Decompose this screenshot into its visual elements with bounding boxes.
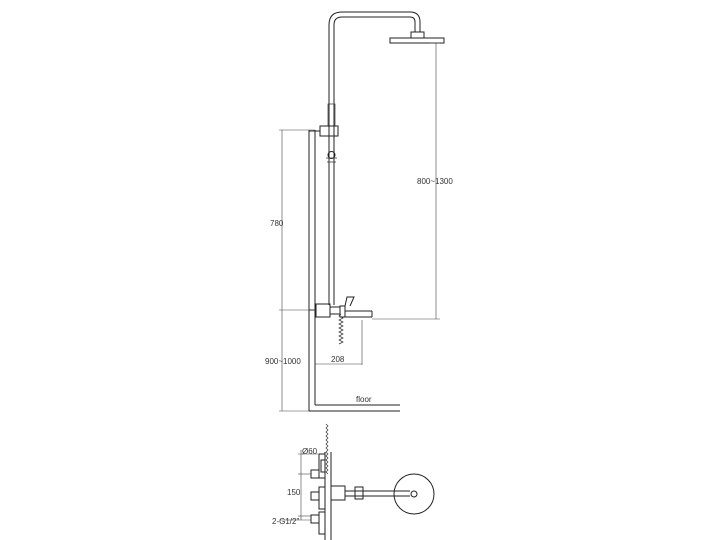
top-view-detail — [280, 423, 435, 540]
spout-reach-label: 208 — [331, 355, 345, 364]
slide-rail — [309, 103, 339, 163]
wall-and-floor — [308, 130, 400, 412]
dim-spout-reach — [315, 320, 363, 365]
shower-hose — [338, 313, 344, 345]
shower-riser — [328, 11, 421, 305]
inlet-spacing-label: 150 — [287, 488, 301, 497]
dim-left — [279, 129, 316, 412]
escutcheon-diameter-label: Ø60 — [302, 447, 318, 456]
mixer-height-label: 900~1000 — [265, 357, 301, 366]
showerhead — [389, 31, 445, 44]
dim-showerhead-height — [372, 42, 440, 320]
showerhead-height-label: 800~1300 — [417, 177, 453, 186]
rail-length-label: 780 — [270, 219, 284, 228]
mixer-valve — [309, 296, 373, 318]
floor-label: floor — [356, 395, 372, 404]
inlet-thread-label: 2-G1/2" — [272, 517, 299, 526]
